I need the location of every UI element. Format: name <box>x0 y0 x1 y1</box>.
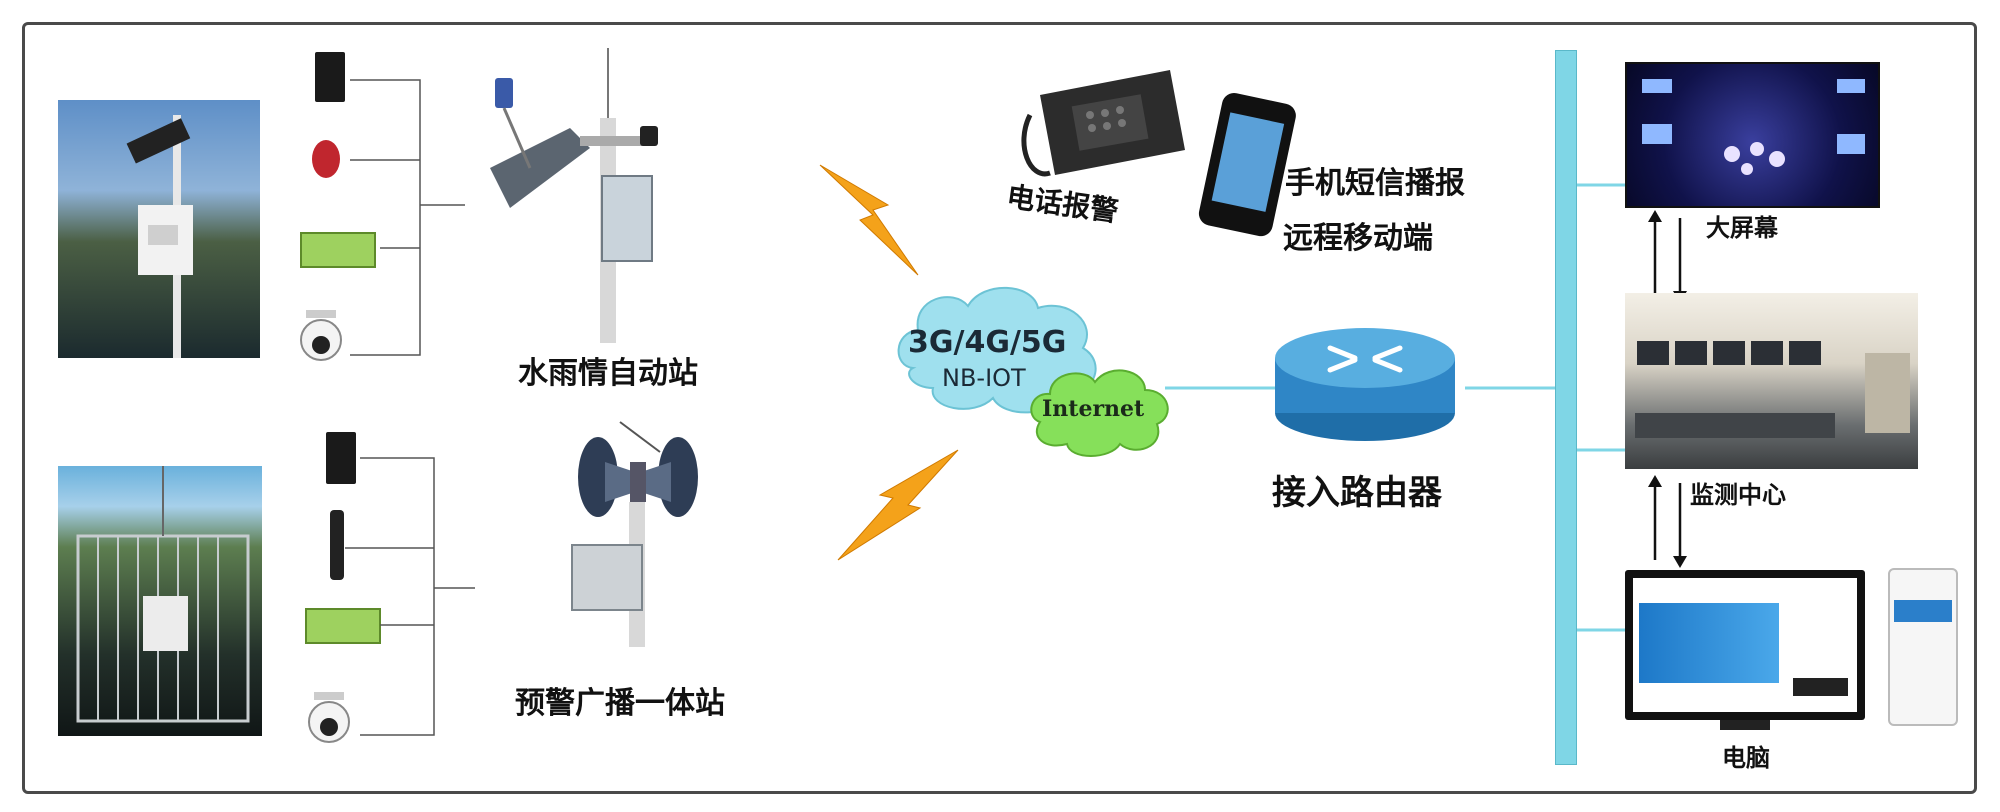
station1-rtu-icon <box>315 52 345 102</box>
diagram-frame <box>22 22 1977 794</box>
station2-rtu-icon <box>326 432 356 484</box>
mobile-phone-icon <box>1198 93 1296 237</box>
lightning-bolt-icon-bottom <box>837 449 959 561</box>
pc-screen-banner <box>1639 603 1779 683</box>
mobile-app-screen <box>1888 568 1958 726</box>
mobile-app-banner <box>1894 600 1952 622</box>
big-screen-label: 大屏幕 <box>1706 214 1778 242</box>
station1-sensor-icon <box>312 140 340 178</box>
arrows-center-pc <box>1648 475 1687 568</box>
big-screen-display <box>1625 62 1880 208</box>
router-icon <box>1275 328 1455 441</box>
station1-camera-icon <box>298 310 344 370</box>
control-center-label: 监测中心 <box>1690 481 1786 509</box>
station2-connectors <box>345 457 475 736</box>
station2-camera-icon <box>306 692 352 752</box>
broadcast-station-icon <box>571 421 698 647</box>
cloud-icon <box>897 286 1097 414</box>
internet-label: Internet <box>1042 396 1145 422</box>
pc-screen <box>1633 578 1857 712</box>
pc-stand <box>1720 720 1770 730</box>
station2-sensor-icon <box>330 510 344 580</box>
cloud-nbiot-label: NB-IOT <box>942 364 1026 392</box>
sms-broadcast-label: 手机短信播报 <box>1285 166 1465 201</box>
station2-title: 预警广播一体站 <box>515 686 725 721</box>
pc-label: 电脑 <box>1722 744 1770 772</box>
station1-connectors <box>350 79 465 356</box>
station1-board-icon <box>300 232 376 268</box>
router-label: 接入路由器 <box>1272 473 1442 513</box>
control-center-photo <box>1625 293 1918 469</box>
internet-cloud-icon <box>1030 369 1169 457</box>
weather-station-icon <box>490 48 658 343</box>
cloud-network-label: 3G/4G/5G <box>908 325 1067 360</box>
telephone-icon <box>1021 70 1185 177</box>
pc-monitor <box>1625 570 1865 720</box>
network-bus-bar <box>1555 50 1577 765</box>
remote-mobile-label: 远程移动端 <box>1283 221 1433 256</box>
station2-board-icon <box>305 608 381 644</box>
station1-photo <box>58 100 260 358</box>
pc-screen-button <box>1793 678 1848 696</box>
station1-title: 水雨情自动站 <box>518 356 698 391</box>
station2-photo <box>58 466 262 736</box>
lightning-bolt-icon-top <box>819 164 919 276</box>
